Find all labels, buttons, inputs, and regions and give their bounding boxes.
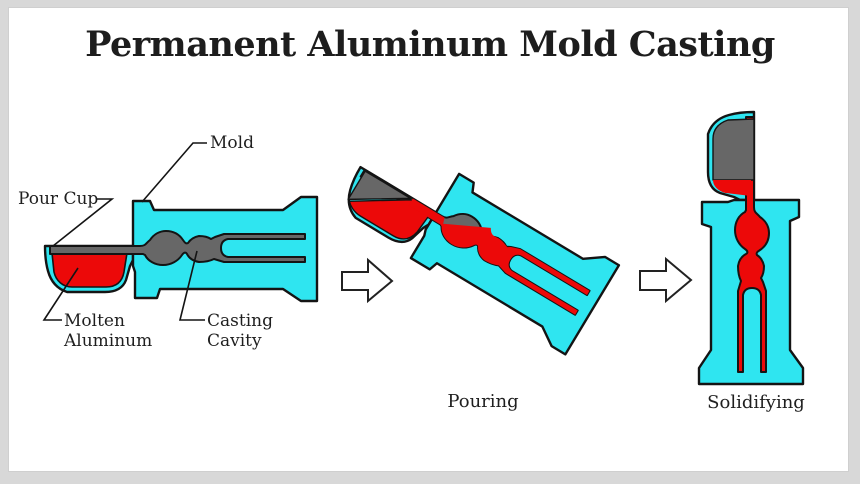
mold-body-shape: [406, 169, 621, 356]
stage-2-pouring-mold: [335, 155, 621, 356]
pour-cup-leader-line: [52, 198, 115, 247]
molten-aluminum-label: Molten Aluminum: [64, 311, 153, 351]
stage-arrows: [341, 256, 693, 304]
shrinkage-void-shape: [712, 118, 755, 181]
stage-1-mold-assembly: [43, 195, 319, 303]
leader-lines: [42, 142, 207, 321]
molten-aluminum-fill: [51, 252, 128, 288]
molten-aluminum-fill: [348, 199, 433, 240]
molten-aluminum-leader-line: [42, 267, 79, 321]
mold-label: Mold: [210, 133, 254, 153]
pour-cup-label: Pour Cup: [18, 189, 99, 209]
arrow-right-icon: [639, 256, 693, 304]
casting-cavity-label: Casting Cavity: [207, 311, 273, 351]
cup-empty-space-shape: [347, 170, 412, 201]
flowing-metal-fill: [408, 198, 590, 315]
mold-leader-line: [141, 142, 207, 203]
stage-3-solidifying-mold: [697, 110, 805, 386]
solidifying-stage-caption: Solidifying: [707, 392, 805, 413]
casting-cavity-leader-line: [178, 250, 205, 321]
pouring-stage-caption: Pouring: [447, 391, 519, 412]
diagram-title: Permanent Aluminum Mold Casting: [85, 24, 775, 65]
arrow-right-icon: [341, 257, 394, 304]
molten-aluminum-fill: [713, 180, 751, 196]
